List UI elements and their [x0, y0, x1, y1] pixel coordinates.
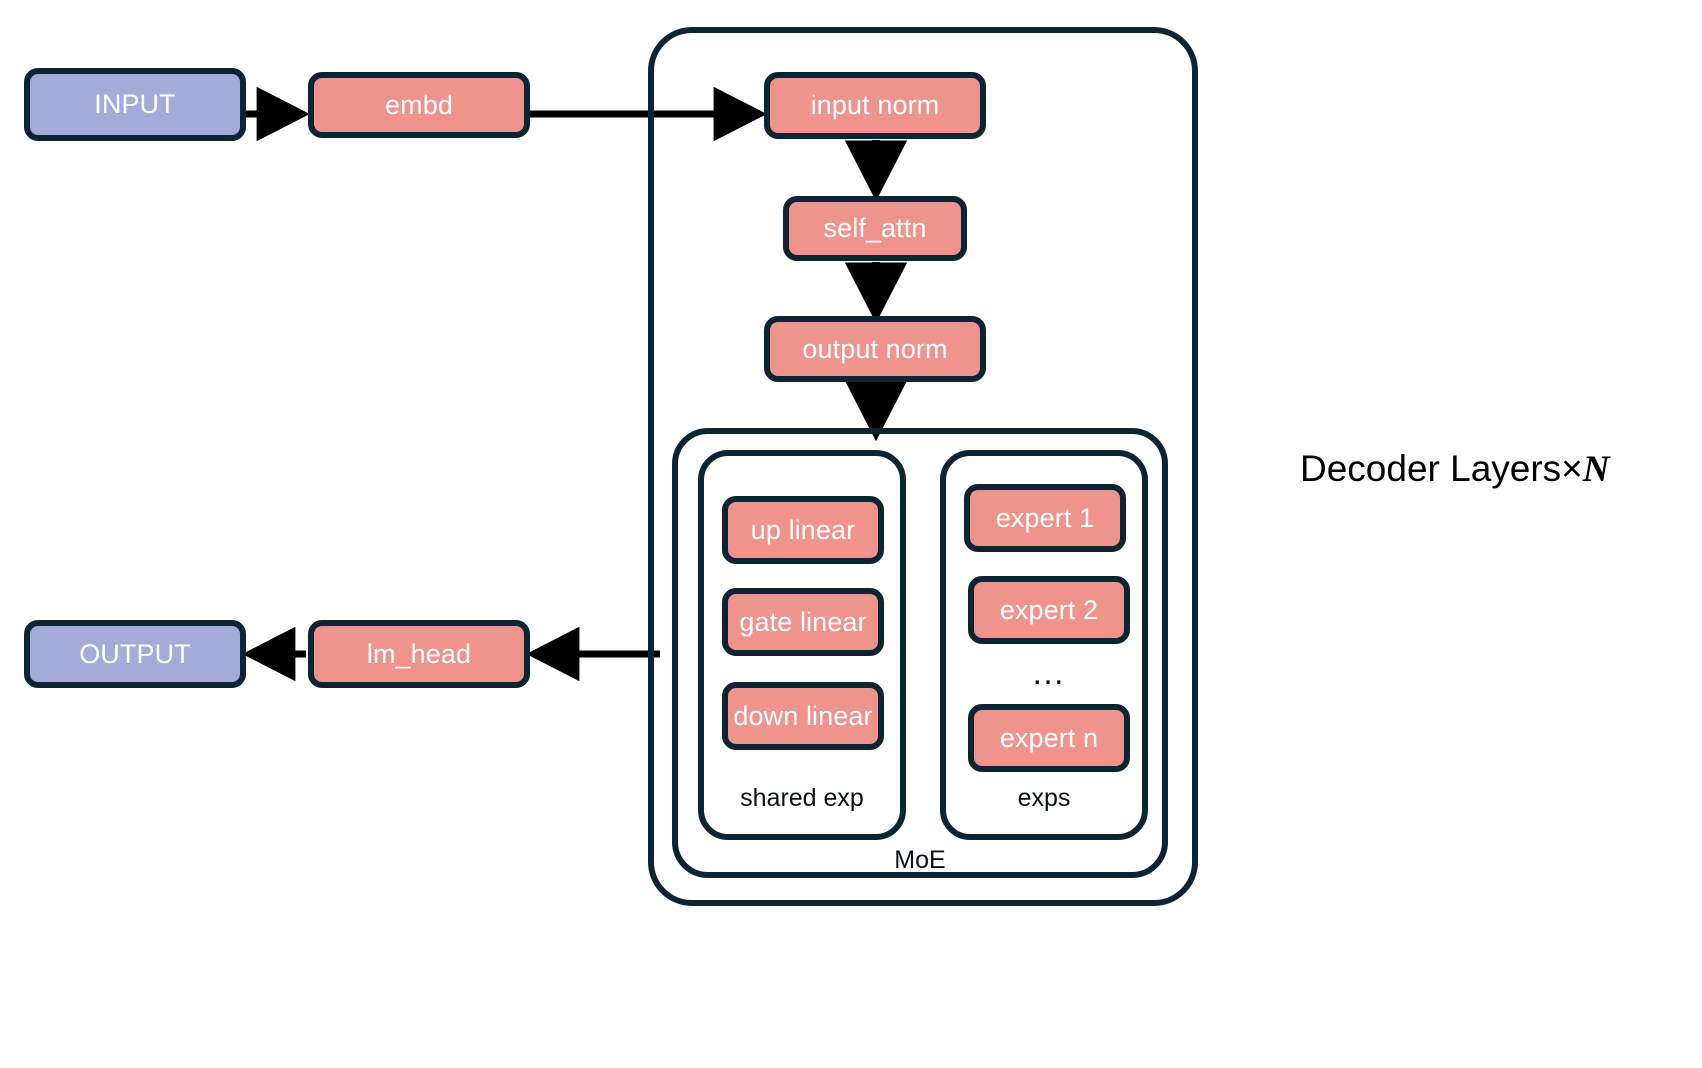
expert-n-label: expert n: [999, 722, 1099, 753]
shared-expert-frame: [698, 450, 906, 840]
embd-node[interactable]: embd: [308, 72, 530, 138]
input-node[interactable]: INPUT: [24, 68, 246, 141]
embd-node-label: embd: [385, 89, 453, 120]
input-norm-node[interactable]: input norm: [764, 72, 986, 139]
routed-experts-frame: [940, 450, 1148, 840]
expert-1-node[interactable]: expert 1: [964, 484, 1126, 552]
shared-expert-down-linear[interactable]: down linear: [722, 682, 884, 750]
experts-ellipsis: …: [1031, 654, 1067, 692]
decoder-layers-count-n: N: [1582, 449, 1610, 490]
shared-expert-gate-linear[interactable]: gate linear: [722, 588, 884, 656]
lm-head-node[interactable]: lm_head: [308, 620, 530, 688]
output-norm-node[interactable]: output norm: [764, 316, 986, 382]
input-norm-node-label: input norm: [810, 90, 940, 120]
expert-n-node[interactable]: expert n: [968, 704, 1130, 772]
moe-caption: MoE: [894, 846, 946, 874]
shared-expert-caption: shared exp: [740, 784, 864, 812]
up-linear-label: up linear: [750, 514, 856, 545]
decoder-layers-title: Decoder Layers×N: [1300, 450, 1610, 488]
decoder-layers-frame: [648, 27, 1198, 906]
routed-experts-caption: exps: [1017, 784, 1071, 812]
output-node[interactable]: OUTPUT: [24, 620, 246, 688]
decoder-layers-title-text: Decoder Layers×: [1300, 448, 1583, 489]
self-attn-node[interactable]: self_attn: [783, 196, 967, 261]
expert-2-node[interactable]: expert 2: [968, 576, 1130, 644]
output-node-label: OUTPUT: [79, 638, 191, 669]
gate-linear-label: gate linear: [739, 606, 867, 637]
self-attn-node-label: self_attn: [823, 213, 927, 243]
moe-frame: [672, 428, 1168, 878]
input-node-label: INPUT: [94, 89, 176, 119]
output-norm-node-label: output norm: [802, 333, 948, 364]
shared-expert-up-linear[interactable]: up linear: [722, 496, 884, 564]
expert-1-label: expert 1: [995, 502, 1095, 533]
down-linear-label: down linear: [733, 700, 873, 731]
expert-2-label: expert 2: [999, 594, 1099, 625]
lm-head-node-label: lm_head: [366, 638, 472, 669]
